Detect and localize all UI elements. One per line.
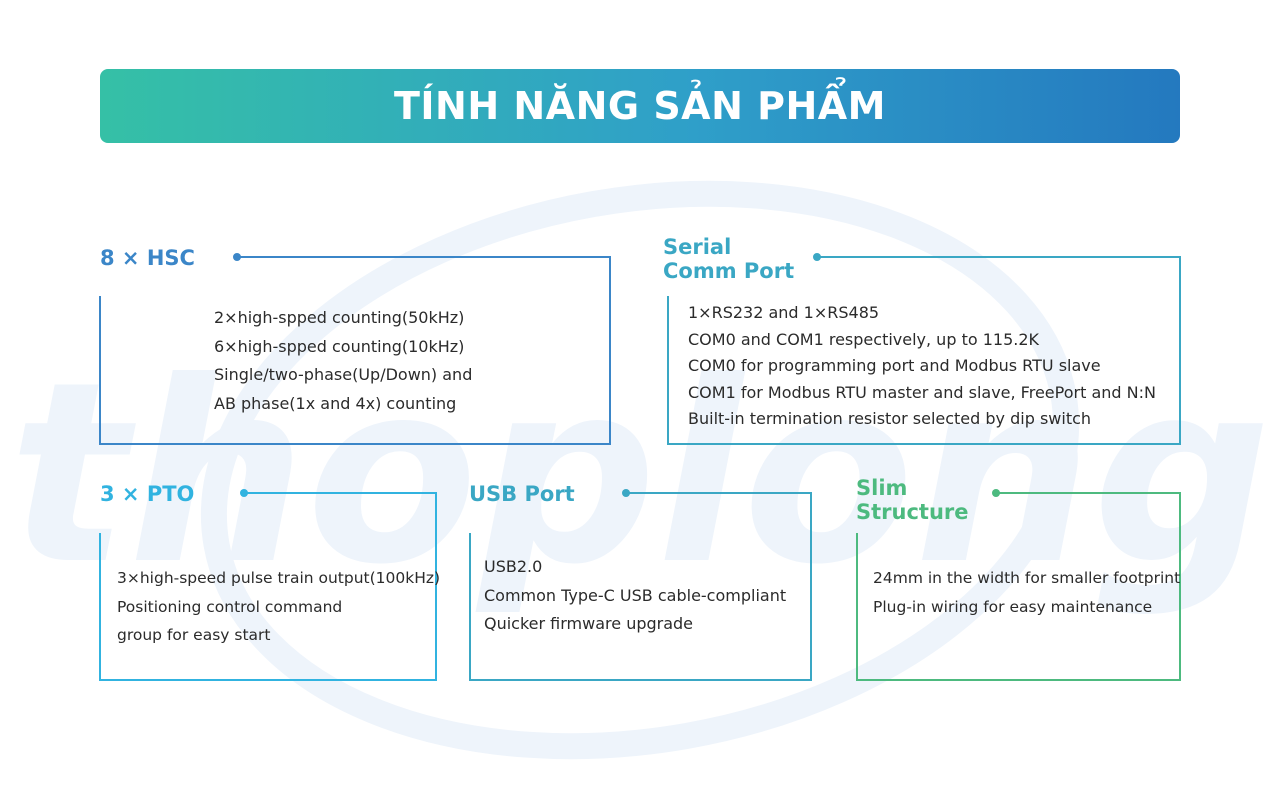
frame-top: [817, 256, 1181, 258]
feature-line: 6×high-spped counting(10kHz): [214, 336, 465, 356]
feature-line: COM0 for programming port and Modbus RTU…: [688, 356, 1101, 375]
frame-left: [99, 533, 101, 681]
feature-line: Common Type-C USB cable-compliant: [484, 585, 787, 605]
feature-title: USB Port: [469, 482, 575, 506]
frame-bottom: [667, 443, 1181, 445]
feature-line: COM0 and COM1 respectively, up to 115.2K: [688, 329, 1040, 349]
feature-line: Quicker firmware upgrade: [484, 614, 694, 633]
feature-lines: USB2.0 Common Type-C USB cable-compliant…: [484, 553, 786, 639]
frame-right: [810, 492, 812, 681]
feature-lines: 3×high-speed pulse train output(100kHz) …: [117, 564, 440, 650]
feature-title: 8 × HSC: [100, 246, 195, 270]
feature-line: Plug-in wiring for easy maintenance: [873, 597, 1153, 616]
frame-left: [99, 296, 101, 445]
feature-title: Serial Comm Port: [663, 235, 795, 283]
feature-line: Positioning control command: [117, 597, 343, 616]
feature-line: 1×RS232 and 1×RS485: [688, 303, 880, 322]
frame-top: [996, 492, 1181, 494]
feature-line: Single/two-phase(Up/Down) and: [214, 365, 473, 384]
frame-bottom: [856, 679, 1181, 681]
frame-right: [435, 492, 437, 681]
feature-line: Built-in termination resistor selected b…: [688, 409, 1092, 428]
svg-text:thoplong: thoplong: [9, 328, 1272, 619]
frame-right: [1179, 492, 1181, 681]
feature-line: 3×high-speed pulse train output(100kHz): [117, 569, 441, 587]
frame-right: [1179, 256, 1181, 445]
page-title: TÍNH NĂNG SẢN PHẨM: [393, 84, 886, 128]
feature-line: USB2.0: [484, 557, 543, 576]
feature-lines: 1×RS232 and 1×RS485 COM0 and COM1 respec…: [688, 300, 1156, 433]
frame-bottom: [469, 679, 812, 681]
feature-line: 2×high-spped counting(50kHz): [214, 308, 465, 327]
frame-bottom: [99, 679, 437, 681]
frame-top: [626, 492, 812, 494]
feature-line: AB phase(1x and 4x) counting: [214, 393, 457, 413]
feature-lines: 24mm in the width for smaller footprint …: [873, 564, 1180, 621]
frame-left: [469, 533, 471, 681]
banner: TÍNH NĂNG SẢN PHẨM: [100, 69, 1180, 143]
feature-line: 24mm in the width for smaller footprint: [873, 569, 1181, 587]
frame-top: [244, 492, 437, 494]
feature-lines: 2×high-spped counting(50kHz) 6×high-sppe…: [214, 304, 472, 418]
frame-left: [667, 296, 669, 445]
feature-title: Slim Structure: [856, 476, 969, 524]
frame-left: [856, 533, 858, 681]
frame-right: [609, 256, 611, 445]
frame-bottom: [99, 443, 611, 445]
feature-line: group for easy start: [117, 626, 271, 644]
feature-title: 3 × PTO: [100, 482, 195, 506]
feature-line: COM1 for Modbus RTU master and slave, Fr…: [688, 382, 1156, 402]
frame-top: [237, 256, 611, 258]
